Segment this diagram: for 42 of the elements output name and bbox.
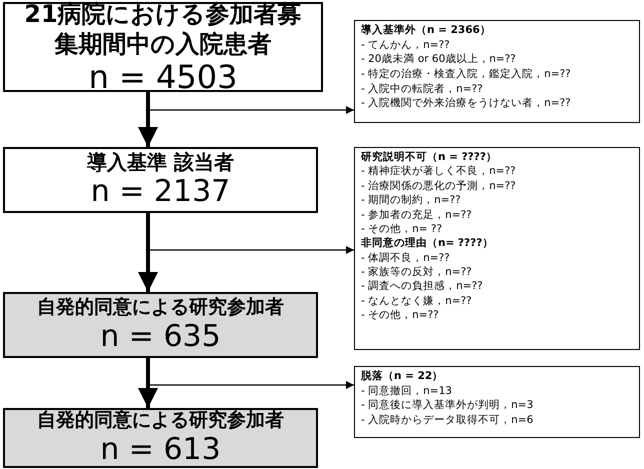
box-heading: 導入基準 該当者: [87, 150, 234, 176]
list-item: - 精神症状が著しく不良，n=??: [361, 164, 517, 179]
list-item: - その他，n= ??: [361, 222, 444, 236]
arrow: [147, 92, 354, 114]
list-item: - 治療関係の悪化の予測，n=??: [361, 178, 517, 194]
participant-box: [3, 408, 318, 468]
list-item: - 特定の治療・検査入院，鑑定入院，n=??: [361, 67, 572, 82]
list-item: - 体調不良，n=??: [361, 250, 451, 265]
list-item: - その他，n=??: [361, 308, 440, 322]
list-item: - 入院機関で外来治療をうけない者，n=??: [361, 96, 572, 112]
count-text: n = 4503: [88, 58, 238, 96]
list-item: - 期間の制約，n=??: [361, 193, 462, 208]
list-heading: 研究説明不可（n = ????）: [361, 150, 498, 164]
list-item: - 調査への負担感，n=??: [361, 279, 484, 294]
exclusion-box: [354, 147, 640, 350]
list-heading: 導入基準外（n = 2366）: [361, 23, 492, 38]
arrow: [138, 213, 158, 292]
exclusion-box: [354, 366, 640, 438]
list-item: - てんかん，n=??: [361, 38, 451, 52]
box-heading: 自発的同意による研究参加者: [37, 296, 284, 320]
count-text: n = 613: [100, 432, 221, 468]
list-item: - 入院時からデータ取得不可，n=6: [361, 413, 534, 428]
arrow: [138, 358, 158, 408]
list-item: - 参加者の充足，n=??: [361, 208, 473, 222]
list-item: - 同意後に導入基準外が判明，n=3: [361, 398, 534, 414]
process-box: [3, 147, 318, 213]
exclusion-box: [354, 20, 640, 123]
count-text: n = 2137: [90, 175, 230, 210]
arrow: [138, 92, 158, 147]
list-heading: 脱落（n = 22）: [361, 369, 444, 384]
box-heading: 自発的同意による研究参加者: [37, 408, 284, 433]
list-item: - なんとなく嫌，n=??: [361, 294, 473, 308]
participant-box: [3, 292, 318, 358]
list-item: - 20歳未満 or 60歳以上，n=??: [361, 52, 517, 68]
list-item: - 入院中の転院者，n=??: [361, 82, 484, 96]
count-text: n = 635: [100, 320, 221, 354]
list-item: - 家族等の反対，n=??: [361, 265, 473, 280]
process-box: [3, 2, 323, 92]
list-heading: 非同意の理由（n= ????）: [361, 236, 494, 251]
arrow: [147, 358, 354, 389]
list-item: - 同意撤回，n=13: [361, 384, 453, 398]
box-heading: 21病院における参加者募集期間中の入院患者: [23, 0, 303, 59]
